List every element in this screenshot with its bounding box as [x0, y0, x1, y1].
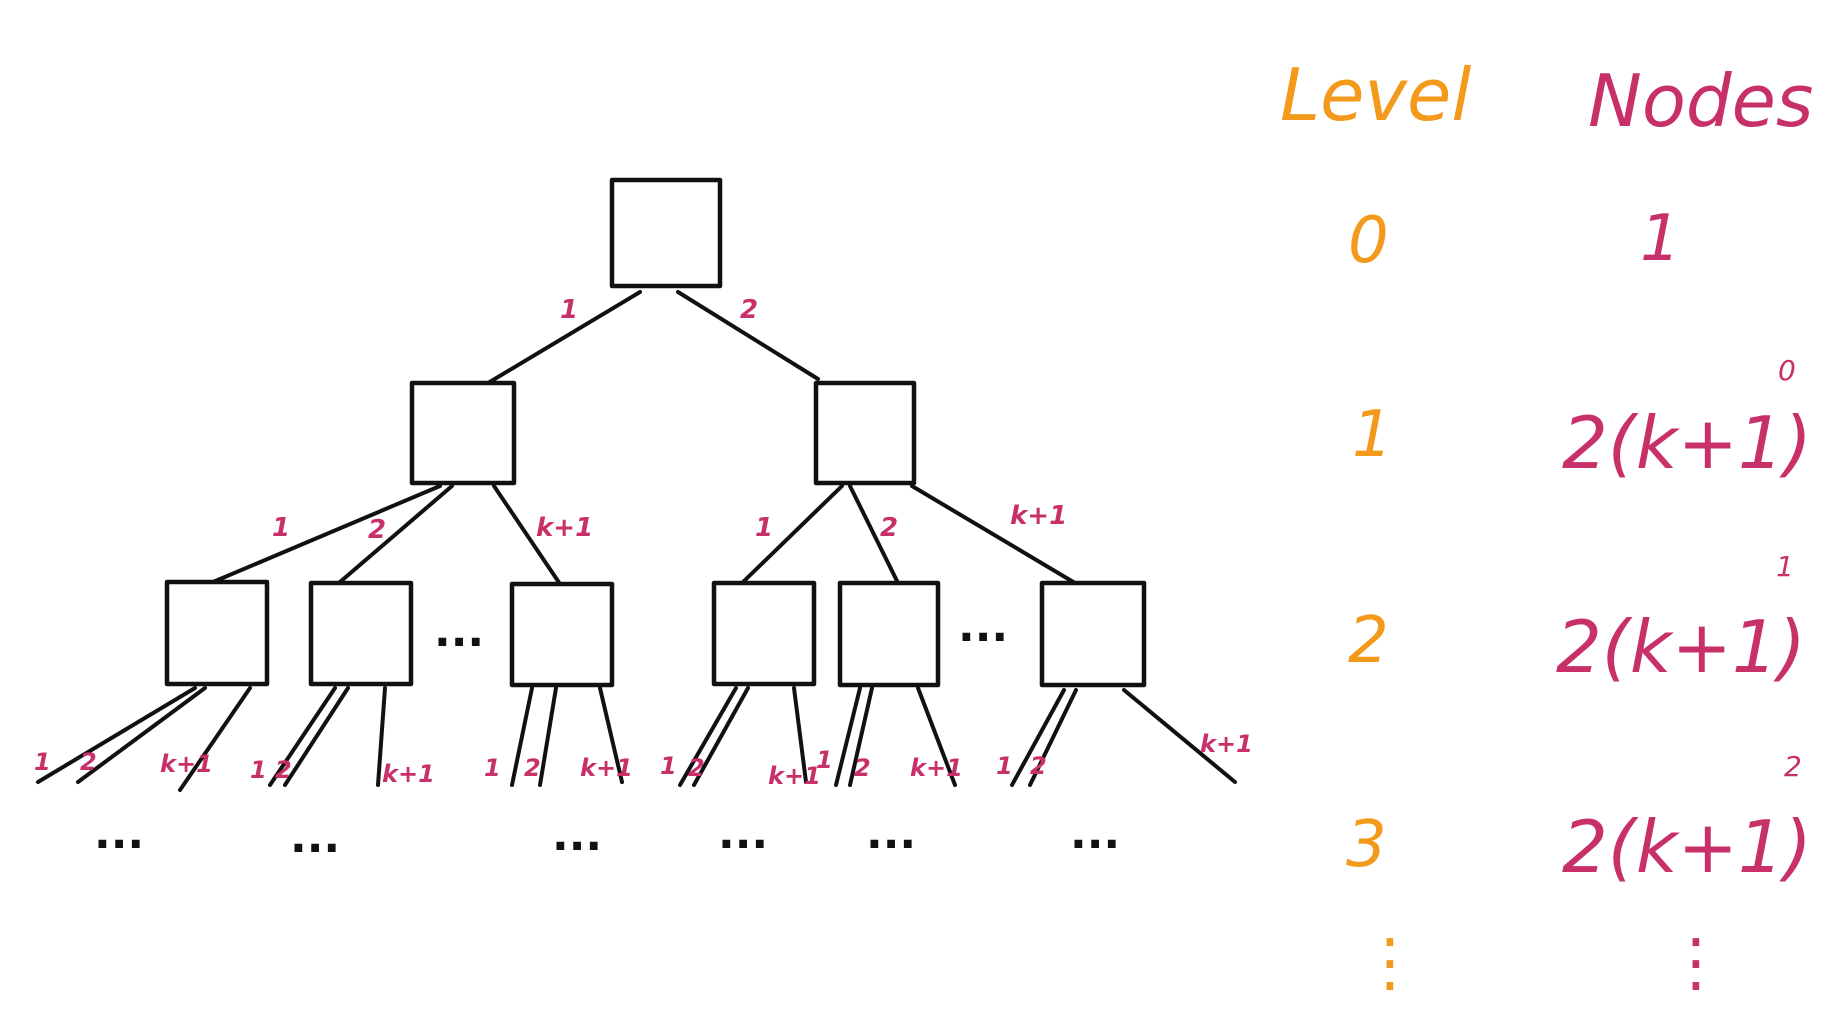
- edge-l1left-2: [338, 484, 454, 584]
- edge-l1left-1: [211, 484, 442, 584]
- level-value-3: 3: [1346, 808, 1387, 882]
- leaf-label: k+1: [160, 750, 213, 778]
- nodes-value-2: 2(k+1): [1556, 605, 1806, 689]
- leaf-label: 2: [524, 754, 541, 782]
- edge-label-root-1: 1: [560, 295, 578, 325]
- level1-node-left: [409, 380, 517, 486]
- level1-node-right: [813, 380, 917, 486]
- leaf-label: 2: [854, 754, 871, 782]
- edge-label-root-2: 2: [740, 295, 758, 325]
- leaf-label: 2: [275, 756, 292, 784]
- leaf-label: k+1: [382, 760, 435, 788]
- edge-l1right-3: [910, 484, 1077, 585]
- nodes-value-1: 2(k+1): [1562, 401, 1812, 485]
- bottom-ellipsis: ...: [1070, 808, 1120, 859]
- leaf-label: 1: [816, 746, 833, 774]
- nodes-exp-2: 1: [1776, 550, 1794, 583]
- level2-node-6: [1039, 580, 1147, 688]
- level2-node-1: [164, 579, 270, 687]
- bottom-ellipsis: ...: [718, 808, 768, 859]
- edge-root-left: [486, 290, 642, 385]
- leaf-edges: [36, 686, 1237, 792]
- leaf-label: 1: [996, 752, 1013, 780]
- level-value-2: 2: [1348, 604, 1389, 678]
- leaf-label: 2: [80, 748, 97, 776]
- edge-label-l1right-2: 2: [880, 513, 898, 543]
- bottom-ellipses: ... ... ... ... ... ...: [94, 808, 1120, 863]
- leaf-label: 1: [34, 748, 51, 776]
- leaf-label: k+1: [580, 754, 633, 782]
- leaf-label: 2: [1030, 752, 1047, 780]
- leaf-label: k+1: [768, 762, 821, 790]
- bottom-ellipsis: ...: [94, 808, 144, 859]
- level-value-0: 0: [1348, 204, 1389, 278]
- edge-l1left-3: [492, 484, 562, 586]
- leaf-edge-labels: 1 2 k+1 1 2 k+1 1 2 k+1 1 2 k+1 1 2 k+1 …: [34, 730, 1253, 790]
- edge-label-l1left-2: 2: [368, 515, 386, 545]
- bottom-ellipsis: ...: [290, 812, 340, 863]
- edge-l1right-1: [740, 484, 844, 585]
- edge-label-l1right-3: k+1: [1010, 501, 1067, 531]
- level2-node-2: [308, 580, 414, 687]
- leaf-label: k+1: [1200, 730, 1253, 758]
- root-node: [609, 177, 723, 289]
- edge-label-l1left-1: 1: [272, 513, 290, 543]
- leaf-label: 1: [250, 756, 267, 784]
- edge-label-l1right-1: 1: [755, 513, 773, 543]
- nodes-value-0: 1: [1640, 202, 1681, 276]
- leaf-label: 2: [688, 754, 705, 782]
- edge-label-l1left-3: k+1: [536, 513, 593, 543]
- level-vdots: ⋮: [1358, 926, 1422, 1000]
- bottom-ellipsis: ...: [552, 810, 602, 861]
- nodes-exp-1: 0: [1778, 354, 1796, 387]
- mid-ellipsis-right: ...: [958, 601, 1008, 652]
- level2-node-4: [711, 580, 817, 687]
- edge-l1right-2: [848, 484, 900, 585]
- leaf-label: k+1: [910, 754, 963, 782]
- bottom-ellipsis: ...: [866, 808, 916, 859]
- level-value-1: 1: [1352, 398, 1393, 472]
- level2-node-5: [837, 580, 941, 688]
- nodes-header: Nodes: [1588, 59, 1813, 143]
- level-header: Level: [1280, 53, 1471, 137]
- nodes-value-3: 2(k+1): [1562, 805, 1812, 889]
- nodes-vdots: ⋮: [1664, 926, 1728, 1000]
- mid-ellipsis-left: ...: [434, 606, 484, 657]
- leaf-label: 1: [660, 752, 677, 780]
- edge-root-right: [676, 290, 820, 381]
- leaf-label: 1: [484, 754, 501, 782]
- nodes-exp-3: 2: [1784, 750, 1802, 783]
- level2-node-3: [509, 581, 615, 688]
